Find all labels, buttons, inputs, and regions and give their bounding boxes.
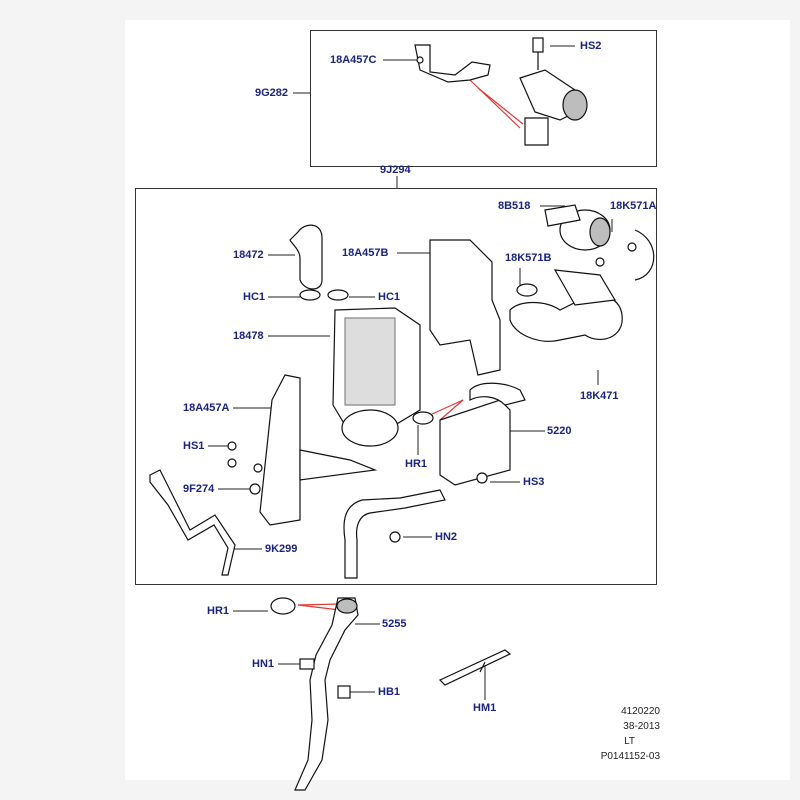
label-5220: 5220 [547,425,572,437]
label-hm1: HM1 [473,702,497,714]
meta-code-1: 4120220 [621,706,660,717]
label-hr1-upper: HR1 [405,458,428,470]
label-18a457a: 18A457A [183,402,230,414]
group-frame-9g282 [310,30,657,167]
label-hr1-lower: HR1 [207,605,230,617]
label-5255: 5255 [382,618,407,630]
highlight-lines [297,79,524,611]
label-18k571b: 18K571B [505,252,552,264]
group-frame-9j294 [135,188,657,585]
label-hb1: HB1 [378,686,401,698]
label-18k571a: 18K571A [610,200,657,212]
label-hn1: HN1 [252,658,275,670]
label-hs1: HS1 [183,440,205,452]
label-18a457c: 18A457C [330,54,377,66]
label-9g282: 9G282 [255,87,289,99]
label-18a457b: 18A457B [342,247,389,259]
label-hc1-left: HC1 [243,291,266,303]
meta-code-4: P0141152-03 [600,751,660,762]
label-9k299: 9K299 [265,543,298,555]
label-18472: 18472 [233,249,264,261]
meta-code-3: LT [624,736,635,747]
label-9j294: 9J294 [380,164,411,176]
leader-lines [208,45,613,700]
label-hs2: HS2 [580,40,602,52]
meta-code-2: 38-2013 [623,721,660,732]
label-8b518: 8B518 [498,200,531,212]
label-18478: 18478 [233,330,264,342]
diagram-sheet [125,20,790,780]
label-hn2: HN2 [435,531,458,543]
label-9f274: 9F274 [183,483,215,495]
parts [149,37,655,791]
label-18k471: 18K471 [580,390,619,402]
label-hc1-right: HC1 [378,291,401,303]
label-hs3: HS3 [523,476,545,488]
